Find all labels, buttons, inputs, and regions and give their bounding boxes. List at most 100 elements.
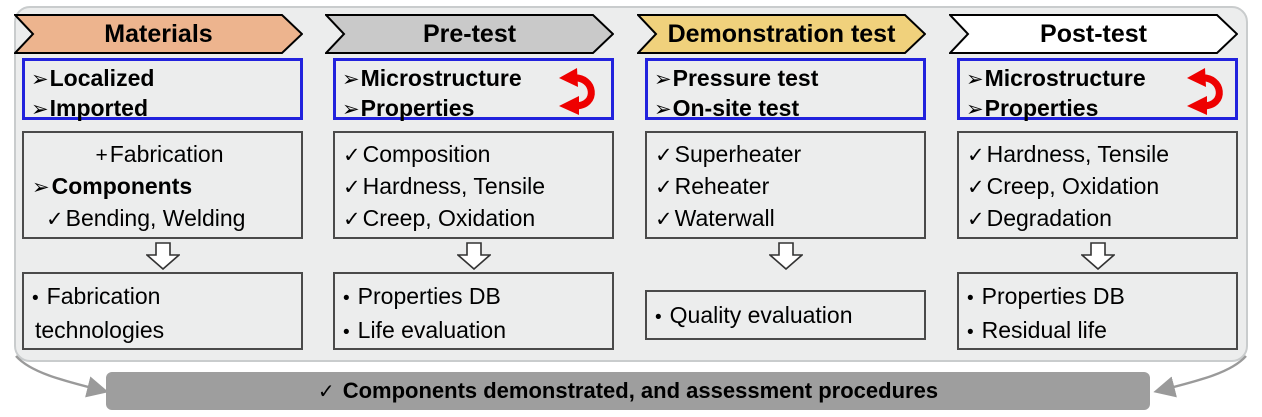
- arrow-bullet-icon: ➢: [32, 176, 50, 199]
- list-item-label: Creep, Oxidation: [986, 173, 1160, 199]
- column-materials: Materials ➢ Localized ➢ Imported + Fabri…: [14, 6, 311, 362]
- list-item-label: Hardness, Tensile: [362, 173, 546, 199]
- cycle-arrow-icon: [559, 68, 595, 115]
- list-item-label: Hardness, Tensile: [986, 141, 1170, 167]
- secondary-box-posttest: ✓ Hardness, Tensile ✓ Creep, Oxidation ✓…: [957, 131, 1238, 239]
- list-item-label: Components: [51, 173, 193, 199]
- list-item-label: Residual life: [981, 317, 1107, 343]
- list-item: ✓ Waterwall: [655, 203, 924, 235]
- list-item-label: Reheater: [674, 173, 770, 199]
- chevron-shape: [14, 14, 303, 54]
- stage-header-materials[interactable]: Materials: [14, 14, 303, 54]
- list-item-label: Microstructure: [984, 65, 1146, 91]
- outcome-box-posttest: • Properties DB • Residual life: [957, 272, 1238, 350]
- column-posttest: Post-test ➢ Microstructure ➢ Properties …: [949, 6, 1246, 362]
- stage-header-label: Demonstration test: [667, 19, 896, 48]
- summary-text: ✓ Components demonstrated, and assessment…: [318, 378, 938, 404]
- list-item-label: Microstructure: [360, 65, 522, 91]
- dot-bullet-icon: •: [32, 288, 39, 309]
- arrow-bullet-icon: ➢: [31, 98, 49, 121]
- arrow-bullet-icon: ➢: [654, 68, 672, 91]
- list-item: ✓ Bending, Welding: [32, 203, 301, 235]
- list-item: ➢ On-site test: [654, 94, 923, 124]
- list-item: ✓ Hardness, Tensile: [343, 171, 612, 203]
- check-icon: ✓: [655, 144, 673, 167]
- chevron-shape: [637, 14, 926, 54]
- outcome-box-pretest: • Properties DB • Life evaluation: [333, 272, 614, 350]
- stage-header-pretest[interactable]: Pre-test: [325, 14, 614, 54]
- secondary-box-pretest: ✓ Composition ✓ Hardness, Tensile ✓ Cree…: [333, 131, 614, 239]
- list-item: ✓ Reheater: [655, 171, 924, 203]
- list-item: ✓ Hardness, Tensile: [967, 139, 1236, 171]
- arrow-bullet-icon: ➢: [966, 98, 984, 121]
- cycle-arrow-icon: [1187, 68, 1223, 115]
- list-item-label: Localized: [49, 65, 155, 91]
- list-item: ➢ Pressure test: [654, 64, 923, 94]
- check-icon: ✓: [967, 208, 985, 231]
- list-item: ➢ Imported: [31, 94, 300, 124]
- list-item: • Fabrication: [32, 279, 301, 313]
- check-icon: ✓: [967, 176, 985, 199]
- summary-label: Components demonstrated, and assessment …: [342, 378, 939, 403]
- outcome-box-materials: • Fabrication technologies: [22, 272, 303, 350]
- list-item: ➢ Localized: [31, 64, 300, 94]
- arrow-bullet-icon: ➢: [654, 98, 672, 121]
- column-demonstration-test: Demonstration test ➢ Pressure test ➢ On-…: [637, 6, 934, 362]
- list-item: ➢ Microstructure: [966, 64, 1235, 94]
- stage-header-demonstration-test[interactable]: Demonstration test: [637, 14, 926, 54]
- list-item: + Fabrication: [32, 139, 301, 171]
- arrow-bullet-icon: ➢: [31, 68, 49, 91]
- list-item: ✓ Superheater: [655, 139, 924, 171]
- column-pretest: Pre-test ➢ Microstructure ➢ Properties ✓…: [325, 6, 622, 362]
- down-arrow-icon: [456, 242, 491, 270]
- dot-bullet-icon: •: [343, 322, 350, 343]
- list-item-label: Imported: [49, 95, 148, 121]
- list-item-label: Fabrication: [109, 141, 224, 167]
- down-arrow-icon: [1080, 242, 1115, 270]
- stage-header-label: Post-test: [1040, 19, 1147, 48]
- dot-bullet-icon: •: [967, 322, 974, 343]
- list-item: ➢ Properties: [342, 94, 611, 124]
- list-item-label: technologies: [35, 317, 165, 343]
- arrow-bullet-icon: ➢: [966, 68, 984, 91]
- list-item-label: On-site test: [672, 95, 800, 121]
- list-item-label: Properties DB: [981, 283, 1125, 309]
- check-icon: ✓: [655, 208, 673, 231]
- dot-bullet-icon: •: [343, 288, 350, 309]
- list-item-label: Properties DB: [357, 283, 501, 309]
- secondary-box-demonstration-test: ✓ Superheater ✓ Reheater ✓ Waterwall: [645, 131, 926, 239]
- list-item-label: Life evaluation: [357, 317, 506, 343]
- chevron-shape: [949, 14, 1238, 54]
- list-item-label: Degradation: [986, 205, 1112, 231]
- summary-bar: ✓ Components demonstrated, and assessment…: [106, 372, 1150, 410]
- down-arrow-icon: [768, 242, 803, 270]
- list-item-label: Properties: [984, 95, 1099, 121]
- check-icon: ✓: [967, 144, 985, 167]
- chevron-shape: [325, 14, 614, 54]
- stage-header-label: Pre-test: [422, 19, 517, 48]
- stage-header-posttest[interactable]: Post-test: [949, 14, 1238, 54]
- list-item: ➢ Components: [32, 171, 301, 203]
- primary-box-posttest: ➢ Microstructure ➢ Properties: [957, 58, 1238, 121]
- check-icon: ✓: [343, 144, 361, 167]
- secondary-box-materials: + Fabrication ➢ Components ✓ Bending, We…: [22, 131, 303, 239]
- list-item: • Properties DB: [343, 279, 612, 313]
- list-item-label: Quality evaluation: [669, 302, 853, 328]
- list-item: ✓ Degradation: [967, 203, 1236, 235]
- list-item-label: Creep, Oxidation: [362, 205, 536, 231]
- check-icon: ✓: [317, 381, 335, 403]
- list-item: ➢ Properties: [966, 94, 1235, 124]
- list-item: • Quality evaluation: [655, 298, 924, 332]
- list-item: • Life evaluation: [343, 313, 612, 347]
- list-item: • Residual life: [967, 313, 1236, 347]
- outcome-box-demonstration-test: • Quality evaluation: [645, 290, 926, 340]
- primary-box-materials: ➢ Localized ➢ Imported: [22, 58, 303, 121]
- arrow-bullet-icon: ➢: [342, 98, 360, 121]
- stage-header-label: Materials: [104, 19, 213, 48]
- list-item-label: Superheater: [674, 141, 802, 167]
- dot-bullet-icon: •: [967, 288, 974, 309]
- dot-bullet-icon: •: [655, 307, 662, 328]
- list-item-label: Properties: [360, 95, 475, 121]
- list-item: ✓ Composition: [343, 139, 612, 171]
- list-item-label: Fabrication: [46, 283, 161, 309]
